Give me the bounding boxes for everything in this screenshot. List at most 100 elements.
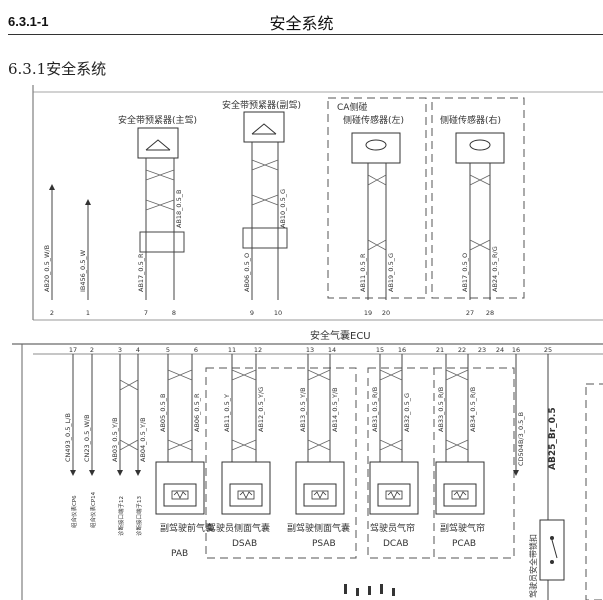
component-label: 安全带预紧器(副驾) — [222, 99, 301, 111]
signal-arrow — [49, 184, 55, 190]
wire-label: AB17_0.5_R — [137, 253, 145, 292]
module-label: 驾驶员气帘 — [370, 522, 415, 534]
pin-number: 15 — [376, 346, 384, 354]
twist-marks — [145, 159, 491, 251]
wire-label: IB456_0.5_W — [79, 249, 87, 292]
airbag-module-pab: 副驾驶前气囊 PAB — [155, 461, 214, 559]
pin-number: 9 — [250, 309, 254, 317]
pin-number: 12 — [254, 346, 262, 354]
dashed-group — [205, 367, 357, 559]
pin-number: 2 — [50, 309, 54, 317]
module-label: 副驾驶侧面气囊 — [287, 522, 350, 534]
destination-note: 组合仪表CP6 — [70, 495, 78, 528]
pin-number: 1 — [86, 309, 90, 317]
inline-connector — [139, 231, 185, 253]
top-wire-bundle — [51, 142, 491, 300]
wire-label: AB03_0.5_Y/B — [111, 417, 119, 462]
wire-label: AB04_0.5_Y/B — [139, 417, 147, 462]
airbag-module-dcab: 驾驶员气帘 DCAB — [369, 461, 419, 549]
wire-label: AB19_0.5_G — [387, 253, 395, 292]
twist-marks — [119, 369, 469, 451]
wire-label: AB06_0.5_O — [243, 253, 251, 292]
partial-connector-marks — [344, 584, 395, 596]
signal-arrow — [85, 199, 91, 205]
wire-label: AB18_0.5_B — [175, 190, 183, 228]
destination-note: 组合仪表CP14 — [89, 491, 97, 528]
inline-connector — [242, 227, 288, 249]
pin-number: 11 — [228, 346, 236, 354]
component-seatbelt-pretensioner-passenger: 安全带预紧器(副驾) — [222, 99, 301, 143]
pin-number: 16 — [512, 346, 520, 354]
wire-label: AB05_0.5_B — [159, 394, 167, 432]
component-side-impact-sensor-left: CA侧碰 侧碰传感器(左) — [327, 97, 427, 299]
module-label: 副驾驶前气囊 — [160, 522, 214, 534]
bottom-pin-row: 17 2 3 4 5 6 11 12 13 14 15 16 21 22 23 … — [69, 346, 552, 354]
airbag-module-psab: 副驾驶侧面气囊 PSAB — [287, 461, 350, 549]
pin-number: 8 — [172, 309, 176, 317]
pin-number: 24 — [496, 346, 504, 354]
pin-number: 22 — [458, 346, 466, 354]
wire-label: AB24_0.5_R/G — [491, 246, 499, 292]
pin-number: 4 — [136, 346, 140, 354]
signal-arrows — [70, 470, 519, 476]
module-code: DCAB — [383, 539, 409, 549]
component-label-prefix: CA侧碰 — [337, 101, 367, 113]
wire-label: AB17_0.5_O — [461, 253, 469, 292]
wire-label: AB32_0.5_G — [403, 393, 411, 432]
ecu-label: 安全气囊ECU — [310, 329, 371, 342]
pin-number: 3 — [118, 346, 122, 354]
pin-number: 27 — [466, 309, 474, 317]
airbag-module-dsab: 驾驶员侧面气囊 DSAB — [207, 461, 271, 549]
airbag-module-pcab: 副驾驶气帘 PCAB — [435, 461, 485, 549]
wire-label: AB11_0.5_R — [359, 253, 367, 292]
destination-note: 诊断接口端子13 — [135, 496, 143, 536]
page-code: 6.3.1-1 — [8, 14, 49, 29]
module-code: DSAB — [232, 539, 257, 549]
buckle-switch-label: 驾驶员安全带锁扣 — [528, 534, 538, 598]
component-seatbelt-pretensioner-driver: 安全带预紧器(主驾) — [118, 114, 197, 159]
wire-label: AB33_0.5_R/B — [437, 387, 445, 432]
pin-number: 17 — [69, 346, 77, 354]
component-side-impact-sensor-right: 侧碰传感器(右) — [431, 97, 525, 299]
wire-label: AB14_0.5_Y/B — [331, 387, 339, 432]
pin-number: 2 — [90, 346, 94, 354]
section-title: 6.3.1安全系统 — [8, 60, 107, 78]
pin-number: 10 — [274, 309, 282, 317]
wire-label: AB12_0.5_Y/G — [257, 387, 265, 432]
pin-number: 13 — [306, 346, 314, 354]
wire-label: CD504B/3_0.5_B — [517, 412, 525, 466]
wire-label: AB20_0.5_W/B — [43, 245, 51, 292]
module-code: PAB — [171, 549, 188, 559]
page-header-title: 安全系统 — [269, 14, 334, 33]
pin-number: 14 — [328, 346, 336, 354]
vertical-wire-label: AB25_Br_0.5 — [548, 407, 558, 470]
dashed-group — [433, 367, 515, 559]
pin-number: 6 — [194, 346, 198, 354]
pin-number: 16 — [398, 346, 406, 354]
header-divider — [8, 34, 603, 35]
pin-number: 21 — [436, 346, 444, 354]
component-label: 安全带预紧器(主驾) — [118, 114, 197, 126]
wire-label: AB06_0.5_R — [193, 393, 201, 432]
pin-number: 20 — [382, 309, 390, 317]
component-label: 侧碰传感器(右) — [440, 114, 501, 126]
buckle-switch: 驾驶员安全带锁扣 — [528, 519, 565, 598]
pin-number: 7 — [144, 309, 148, 317]
module-label: 驾驶员侧面气囊 — [207, 522, 270, 534]
wire-label: AB11_0.5_Y — [223, 394, 231, 432]
wire-label: AB13_0.5_Y/B — [299, 387, 307, 432]
wire-label: AB34_0.5_R/B — [469, 387, 477, 432]
module-code: PSAB — [312, 539, 336, 549]
module-label: 副驾驶气帘 — [440, 522, 485, 534]
pin-number: 23 — [478, 346, 486, 354]
pin-number: 25 — [544, 346, 552, 354]
wire-label: CN23_0.5_W/B — [83, 414, 91, 462]
pin-number: 5 — [166, 346, 170, 354]
wire-label: AB31_0.5_R/B — [371, 387, 379, 432]
module-code: PCAB — [452, 539, 476, 549]
wire-label: CN493_0.5_L/B — [64, 413, 72, 462]
component-label: 侧碰传感器(左) — [343, 114, 404, 126]
pin-number: 19 — [364, 309, 372, 317]
wire-label: AB10_0.5_G — [279, 189, 287, 228]
